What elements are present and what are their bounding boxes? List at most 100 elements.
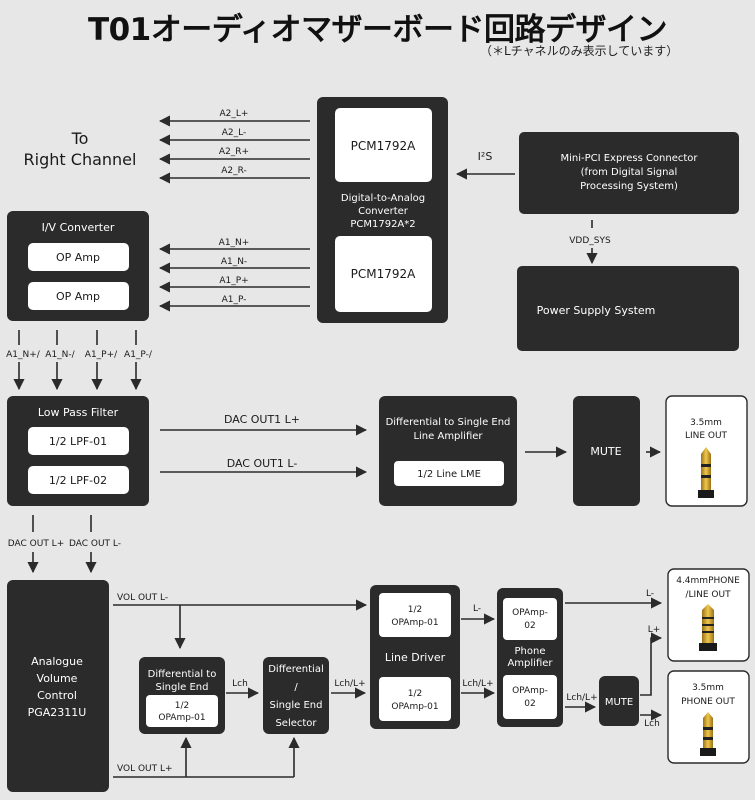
a2-signal-arrows: A2_L+ A2_L- A2_R+ A2_R- [158,109,310,184]
dac-out-lp-label: DAC OUT L+ [8,539,65,549]
selector-block: Differential / Single End Selector [263,657,329,734]
dac-out-lm-label: DAC OUT L- [69,539,121,549]
dac-out1-lp-label: DAC OUT1 L+ [224,413,300,426]
line-driver-2-a: 1/2 [408,689,422,699]
line-amplifier-block: Differential to Single End Line Amplifie… [379,396,517,506]
iv-op-amp-2: OP Amp [56,290,100,303]
iv-out-3-label: A1_P+/ [85,350,118,360]
phone-amplifier-block: OPAmp- 02 Phone Amplifier OPAmp- 02 [497,588,563,727]
jack-plug-3-5mm-icon [700,712,716,756]
to-right-label-2: Right Channel [24,150,137,169]
jack-3-5mm-phone-out: 3.5mm PHONE OUT [667,670,750,764]
a1-p-plus-label: A1_P+ [219,276,248,286]
line-amp-title-2: Line Amplifier [413,431,483,442]
a2-l-minus-label: A2_L- [222,128,247,138]
a1-p-minus-label: A1_P- [222,295,247,305]
mute-1-label: MUTE [590,445,621,458]
vol-out-lm-label: VOL OUT L- [117,593,168,603]
a1-n-plus-label: A1_N+ [219,238,250,248]
line-driver-1-a: 1/2 [408,605,422,615]
mini-pci-connector-block: Mini-PCI Express Connector (from Digital… [519,132,739,214]
selector-label-1: Differential [268,664,324,675]
phone-amp-title-2: Amplifier [507,658,553,669]
avc-label-3: Control [37,689,77,702]
page-subtitle: （＊Lチャネルのみ表示しています） [480,44,679,58]
lch-lp-label-2: Lch/L+ [462,679,493,689]
avc-label-2: Volume [37,672,78,685]
lch-lp-label-3: Lch/L+ [566,693,597,703]
volume-control-block: Analogue Volume Control PGA2311U [7,580,109,792]
a2-l-plus-label: A2_L+ [220,109,249,119]
iv-out-1-label: A1_N+/ [6,350,41,360]
iv-out-2-label: A1_N-/ [45,350,75,360]
phone-out-label-2: PHONE OUT [681,697,735,707]
phone-out-label-1: 3.5mm [692,683,724,693]
dac-caption-2: Converter [358,206,409,217]
phone-amp-2-a: OPAmp- [512,686,548,696]
mute-block-2: MUTE [599,676,639,726]
lch-label-2: Lch [644,719,660,729]
selector-label-4: Selector [275,718,317,729]
dac-caption-3: PCM1792A*2 [350,219,415,230]
line-driver-title: Line Driver [385,651,446,664]
l-minus-label-2: L- [646,589,654,599]
jack-plug-3-5mm-icon [698,447,714,498]
vol-out-lp-label: VOL OUT L+ [117,764,173,774]
mpci-label-1: Mini-PCI Express Connector [560,153,698,164]
selector-label-3: Single End [270,700,323,711]
dac-block: PCM1792A Digital-to-Analog Converter PCM… [317,97,448,323]
iv-out-4-label: A1_P-/ [124,350,153,360]
phone-amp-1-b: 02 [524,621,535,631]
selector-label-2: / [294,682,298,693]
power-supply-block: Power Supply System [517,266,739,351]
a1-n-minus-label: A1_N- [221,257,247,267]
avc-label-4: PGA2311U [28,706,87,719]
to-right-label-1: To [71,129,89,148]
mute-2-label: MUTE [605,697,633,708]
line-driver-block: 1/2 OPAmp-01 Line Driver 1/2 OPAmp-01 [370,585,460,729]
dse-inner-1: 1/2 [175,701,189,711]
mpci-label-2: (from Digital Signal [581,167,678,178]
lpf-02: 1/2 LPF-02 [49,474,107,487]
psu-label: Power Supply System [537,304,656,317]
lpf-01: 1/2 LPF-01 [49,435,107,448]
line-driver-2-b: OPAmp-01 [391,702,438,712]
mpci-label-3: Processing System) [580,181,678,192]
phone-amp-1-a: OPAmp- [512,608,548,618]
lpf-title: Low Pass Filter [38,406,119,419]
phone-amp-title-1: Phone [515,646,546,657]
l-plus-label: L+ [648,625,661,635]
iv-converter-title: I/V Converter [42,221,115,234]
mute-l-plus-arrow [640,632,663,696]
vdd-sys-label: VDD_SYS [569,236,611,246]
jack-3-5mm-line-out: 3.5mm LINE OUT [665,395,748,507]
lch-label-1: Lch [232,679,248,689]
dse-title-2: Single End [156,682,209,693]
line-lme: 1/2 Line LME [417,469,481,480]
line-driver-1-b: OPAmp-01 [391,618,438,628]
mute-block-1: MUTE [573,396,640,506]
avc-label-1: Analogue [31,655,83,668]
lch-lp-label-1: Lch/L+ [334,679,365,689]
jack44-label-2: /LINE OUT [685,590,731,600]
iv-op-amp-1: OP Amp [56,251,100,264]
dac-chip-2: PCM1792A [351,267,417,281]
jack-4-4mm-phone-line-out: 4.4mmPHONE /LINE OUT [667,568,750,662]
phone-amp-2-b: 02 [524,699,535,709]
dac-out-arrows: DAC OUT L+ DAC OUT L- [8,515,121,574]
line-out-label-2: LINE OUT [685,431,728,441]
jack44-label-1: 4.4mmPHONE [676,576,740,586]
dac-caption-1: Digital-to-Analog [341,193,425,204]
l-minus-label-1: L- [473,604,481,614]
low-pass-filter-block: Low Pass Filter 1/2 LPF-01 1/2 LPF-02 [7,396,149,506]
i2s-label: I²S [478,150,493,163]
dse-inner-2: OPAmp-01 [158,713,205,723]
diff-to-single-end-block: Differential to Single End 1/2 OPAmp-01 [139,657,225,734]
dse-title-1: Differential to [148,669,217,680]
line-out-label-1: 3.5mm [690,418,722,428]
a2-r-plus-label: A2_R+ [219,147,249,157]
dac-chip-1: PCM1792A [351,139,417,153]
line-amp-title-1: Differential to Single End [386,417,511,428]
